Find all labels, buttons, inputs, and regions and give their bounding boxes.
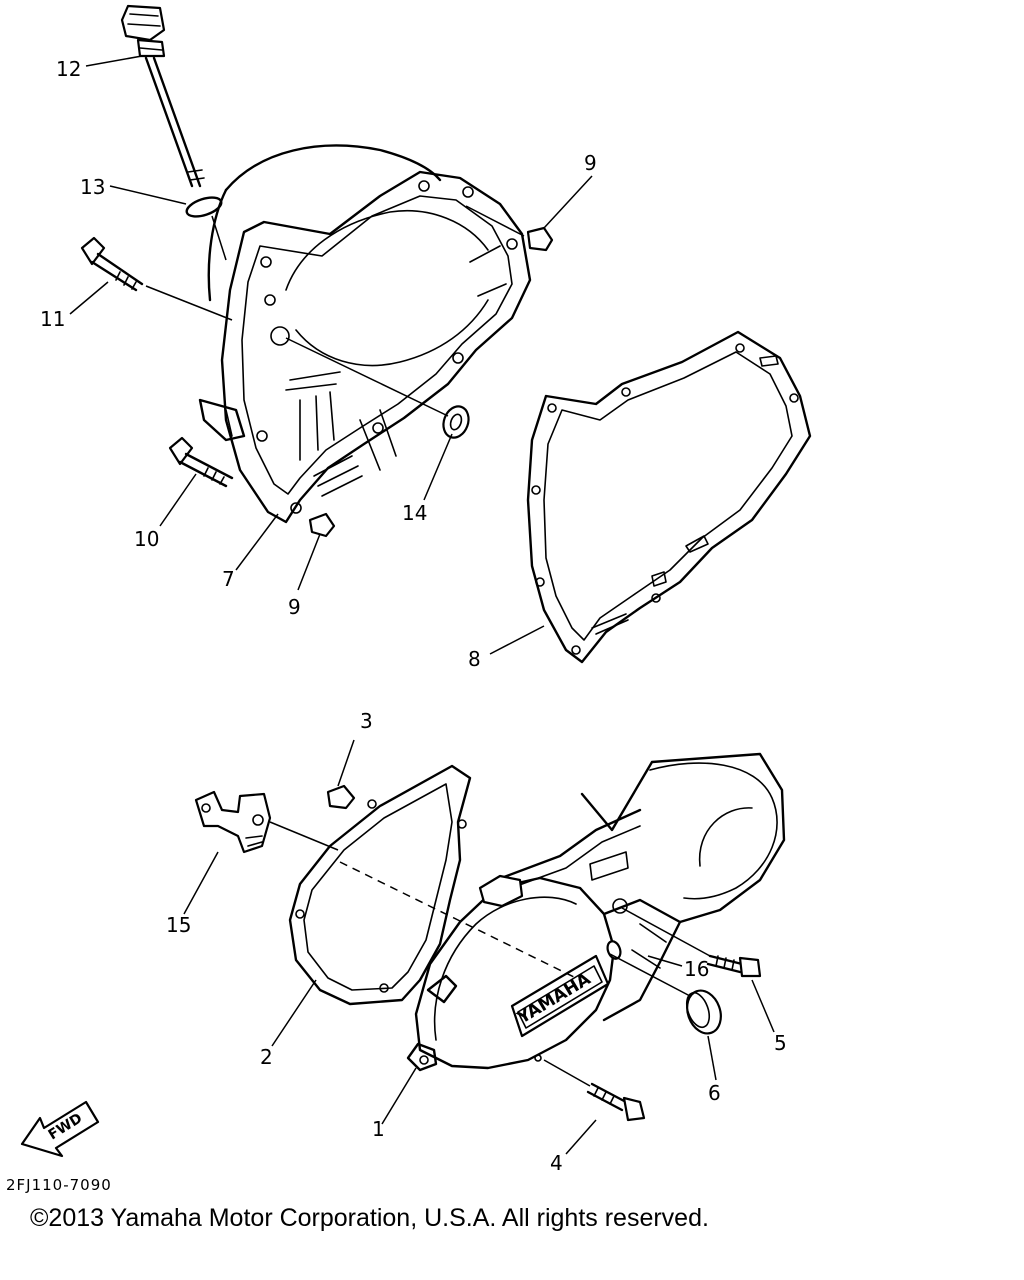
leader-lines (69, 55, 775, 1155)
callout-16: 16 (684, 957, 709, 981)
callout-9-upper: 9 (584, 151, 597, 175)
callout-4: 4 (550, 1151, 563, 1175)
callout-15: 15 (166, 913, 191, 937)
dowel-pin-lower-cover (326, 784, 356, 810)
callout-13: 13 (80, 175, 105, 199)
callout-7: 7 (222, 567, 235, 591)
dowel-pin-upper (526, 226, 554, 252)
crankcase-cover-gasket (526, 330, 812, 664)
callout-2: 2 (260, 1045, 273, 1069)
plug-cap (685, 989, 722, 1035)
copyright-notice: ©2013 Yamaha Motor Corporation, U.S.A. A… (30, 1204, 709, 1232)
callout-10: 10 (134, 527, 159, 551)
outer-cover-gasket (288, 764, 472, 1006)
callout-14: 14 (402, 501, 427, 525)
parts-diagram: YAMAHA FWD (20, 4, 812, 1175)
callout-1: 1 (372, 1117, 385, 1141)
callout-6: 6 (708, 1081, 721, 1105)
side-plug (606, 940, 622, 960)
callout-3: 3 (360, 709, 373, 733)
dowel-pin-lower (308, 512, 336, 538)
crankcase-cover (198, 144, 532, 524)
cover-bolt (706, 954, 762, 978)
diagram-code: 2FJ110-7090 (6, 1176, 112, 1194)
lower-cover-bolt (586, 1082, 646, 1122)
callout-5: 5 (774, 1031, 787, 1055)
bracket (194, 790, 272, 854)
oil-filler-cap-dipstick (120, 4, 205, 188)
callout-8: 8 (468, 647, 481, 671)
fwd-direction-arrow: FWD (20, 1100, 100, 1158)
o-ring (185, 196, 223, 218)
bolt-long (80, 236, 144, 292)
callout-11: 11 (40, 307, 65, 331)
callout-9-lower: 9 (288, 595, 301, 619)
bolt-short (168, 436, 234, 488)
callout-12: 12 (56, 57, 81, 81)
oil-seal (442, 405, 470, 439)
callout-numbers: 12 13 11 9 14 10 7 9 8 3 15 16 5 2 6 1 4 (40, 57, 787, 1175)
